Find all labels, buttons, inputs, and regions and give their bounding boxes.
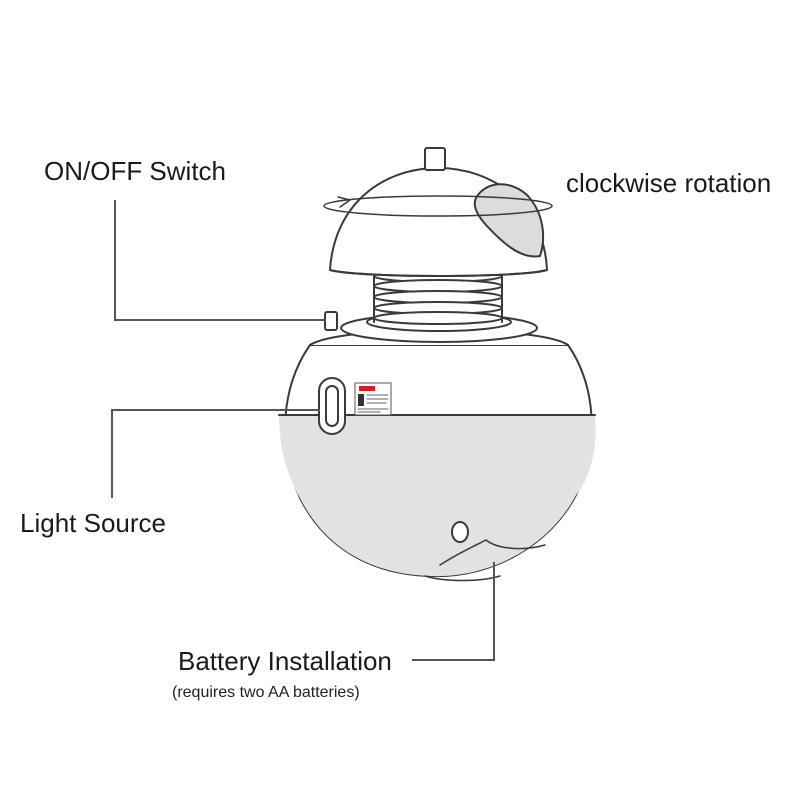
ribbed-neck: [373, 269, 503, 325]
laser-warning-label: [354, 382, 392, 416]
dome-head: [329, 147, 548, 277]
battery-installation-label: Battery Installation: [178, 646, 392, 676]
battery-note-label: (requires two AA batteries): [172, 684, 360, 701]
light-source-window: [318, 377, 346, 435]
rotation-label: clockwise rotation: [566, 168, 772, 198]
onoff-leader-line: [114, 200, 326, 321]
battery-hole: [451, 521, 469, 543]
battery-cover-line: [439, 539, 546, 566]
onoff-switch-label: ON/OFF Switch: [44, 156, 227, 186]
rotation-arrow: [323, 195, 553, 217]
onoff-switch-nub: [324, 311, 338, 331]
light-leader-line: [111, 409, 320, 498]
light-source-label: Light Source: [20, 508, 166, 538]
battery-leader-line: [412, 562, 495, 661]
